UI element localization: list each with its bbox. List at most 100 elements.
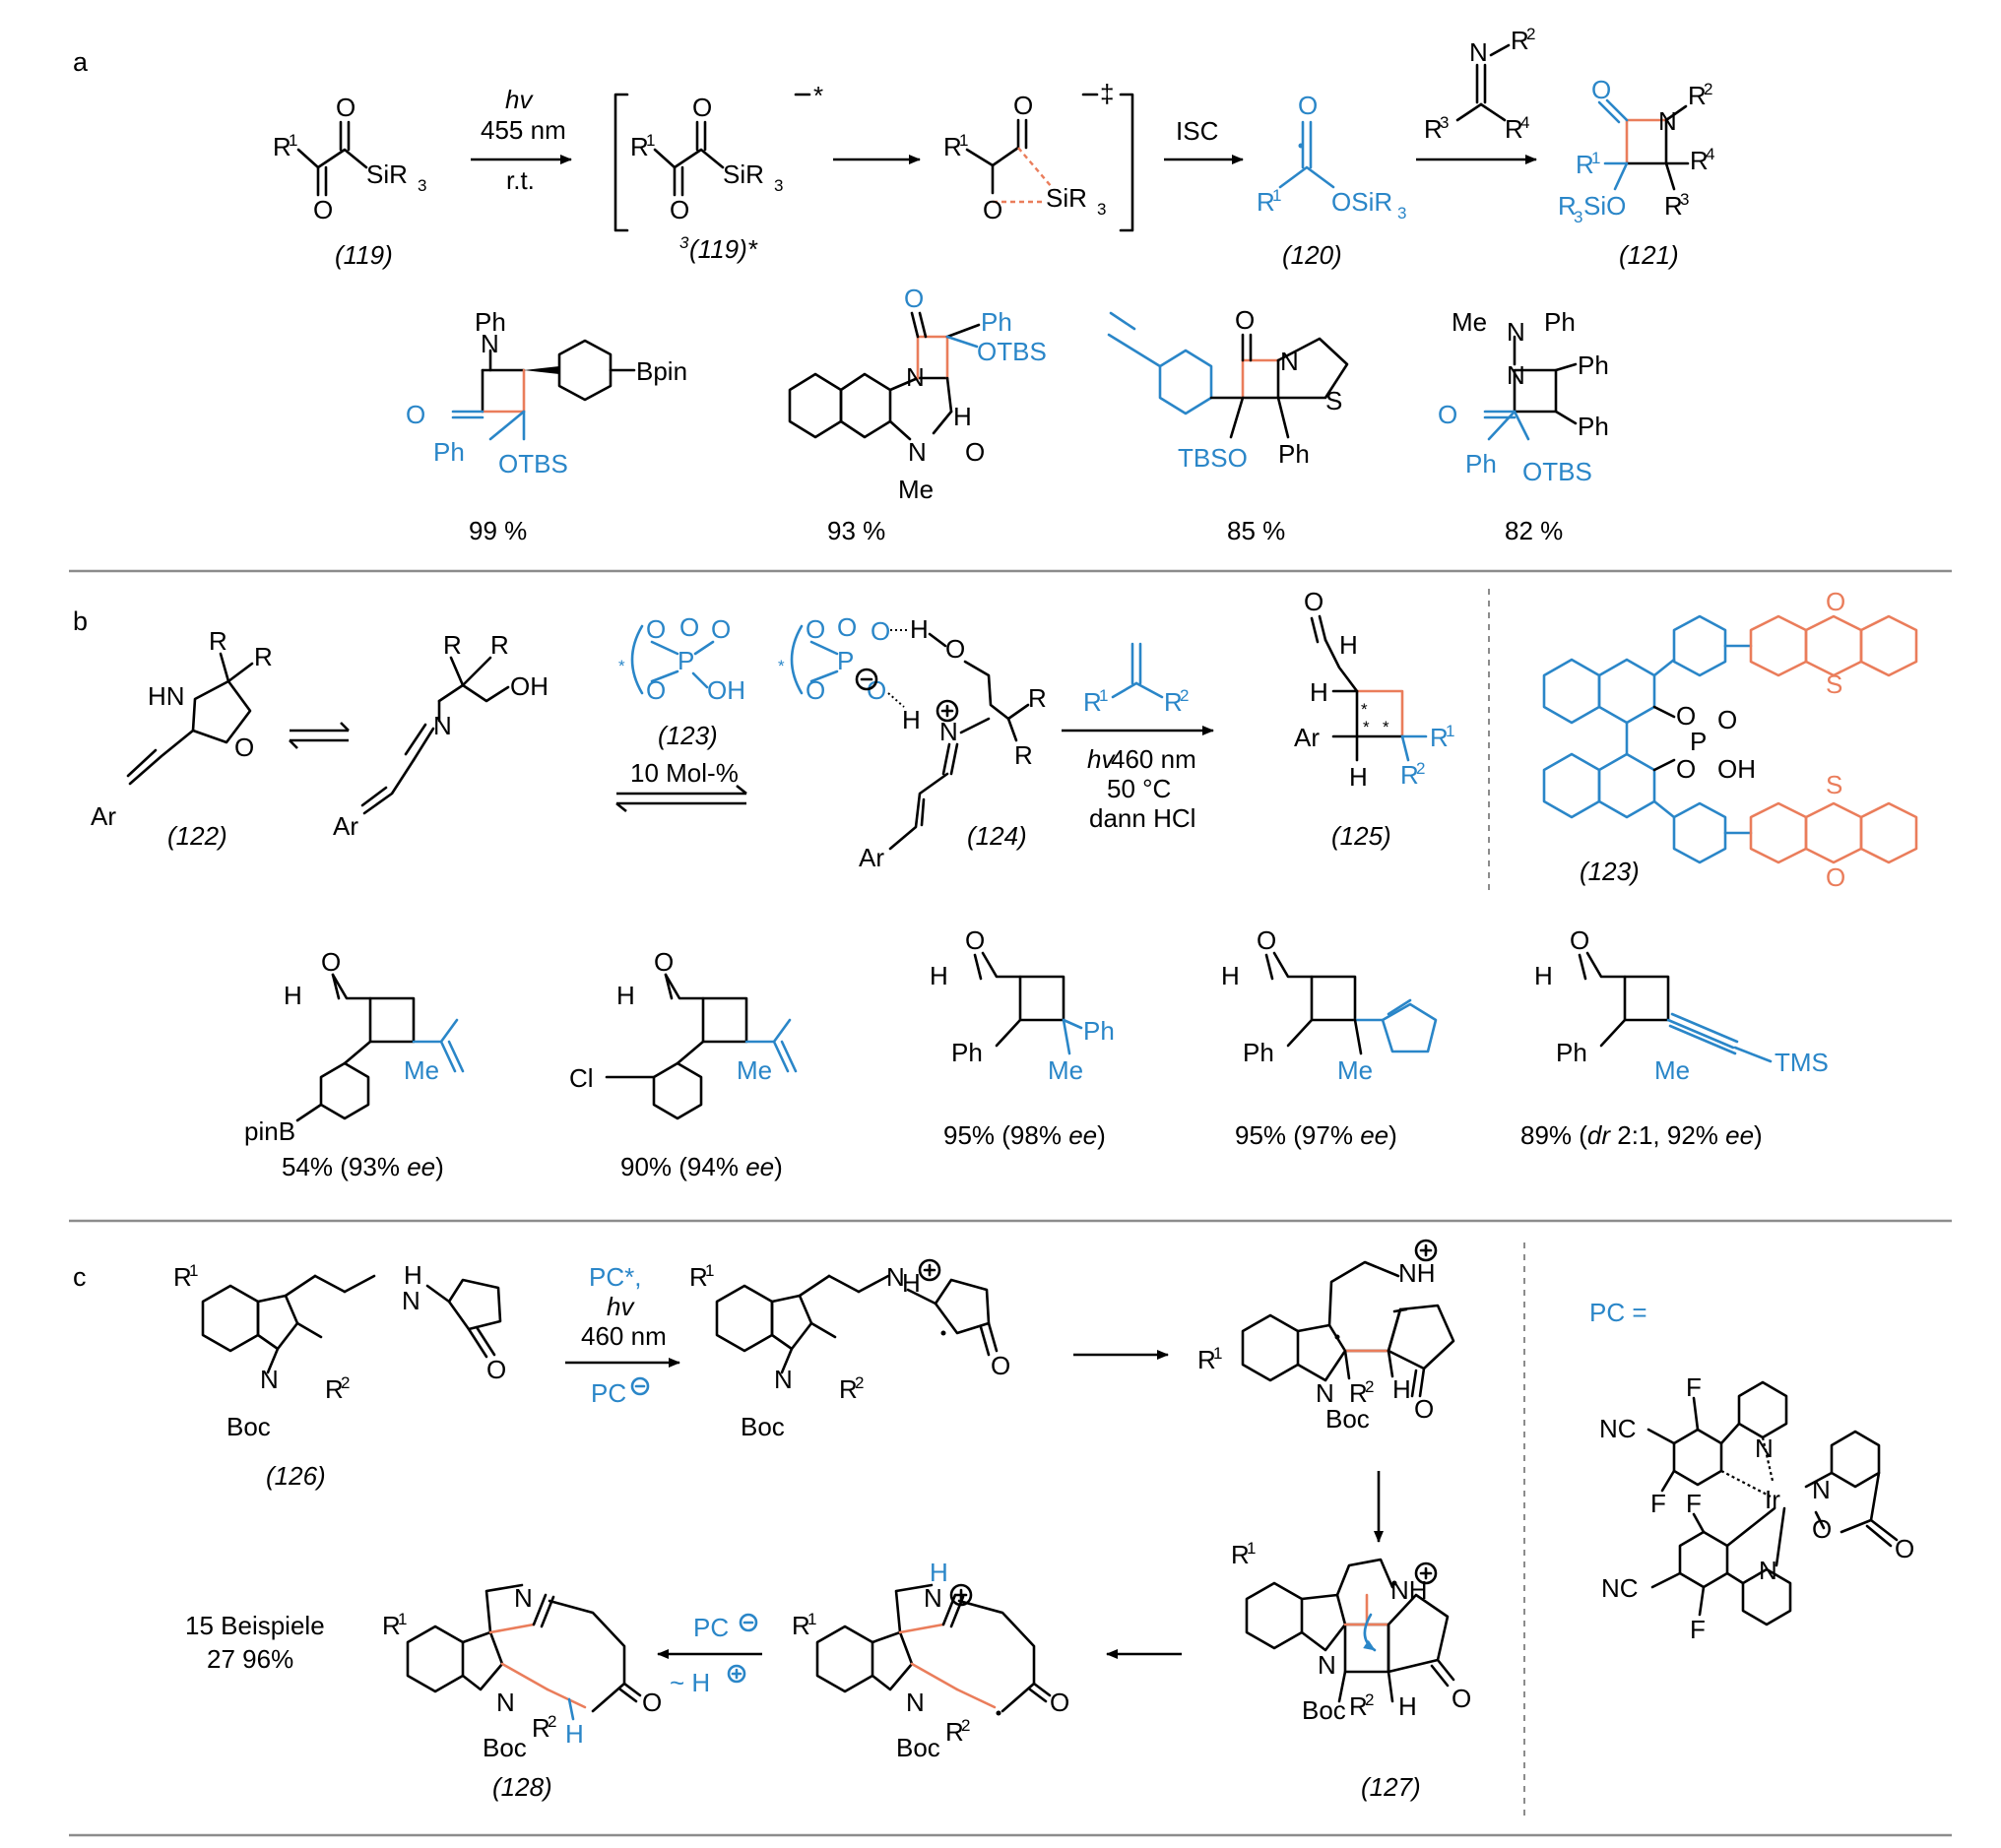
arrow-isc: ISC: [1164, 116, 1244, 164]
svg-text:Ph: Ph: [1556, 1038, 1587, 1067]
yield-a-3: 85 %: [1227, 516, 1285, 545]
example-a-2: O Ph OTBS N H O N Me 93 %: [788, 284, 1047, 545]
svg-text:ISC: ISC: [1176, 116, 1218, 146]
label-120: (120): [1282, 240, 1342, 270]
intermediate-iminium-radical: R 1 H N N Boc R 2 O: [792, 1558, 1069, 1762]
svg-text:1: 1: [398, 1610, 407, 1628]
svg-text:N: N: [433, 711, 452, 740]
svg-text:H: H: [930, 1558, 948, 1587]
svg-text:R: R: [630, 132, 649, 161]
svg-text:Ar: Ar: [859, 843, 884, 872]
svg-text:R: R: [1231, 1540, 1250, 1569]
svg-text:O: O: [486, 1355, 506, 1384]
svg-text:R: R: [1349, 1378, 1368, 1408]
svg-text:O: O: [806, 675, 825, 705]
svg-text:H: H: [902, 705, 921, 734]
svg-text:N: N: [1469, 37, 1488, 67]
svg-text:4: 4: [1520, 113, 1529, 132]
label-119: (119): [335, 240, 393, 270]
bracket-triplet: * ‡ R 1 O O SiR 3 3 (119)* R 1 O O SiR 3: [613, 79, 1134, 264]
svg-text:2: 2: [961, 1716, 970, 1735]
svg-text:N: N: [908, 437, 927, 467]
svg-text:O: O: [1452, 1684, 1471, 1713]
svg-text:3: 3: [1397, 204, 1406, 223]
svg-text:R: R: [943, 132, 962, 161]
summary-examples: 15 Beispiele: [185, 1611, 325, 1640]
example-a-3: O N S TBSO Ph 85 %: [1107, 305, 1349, 545]
svg-text:H: H: [953, 402, 972, 431]
summary-yield: 27 96%: [207, 1644, 293, 1674]
svg-text:Boc: Boc: [483, 1733, 527, 1762]
svg-text:1: 1: [1591, 149, 1600, 167]
svg-text:O: O: [1050, 1688, 1069, 1717]
svg-text:~ H: ~ H: [670, 1668, 710, 1697]
svg-text:O: O: [654, 947, 674, 977]
svg-text:O: O: [1298, 91, 1318, 120]
catalyst-loading: 10 Mol-%: [630, 758, 739, 788]
label-125: (125): [1331, 821, 1391, 851]
panel-label-b: b: [73, 606, 88, 636]
svg-text:O: O: [871, 616, 890, 646]
compound-126: R 1 H N N Boc R 2 O (126): [173, 1260, 506, 1491]
svg-text:N: N: [774, 1365, 793, 1394]
svg-text:P: P: [678, 646, 694, 675]
label-121: (121): [1619, 240, 1679, 270]
svg-text:PC: PC: [693, 1613, 729, 1642]
svg-text:O: O: [646, 675, 666, 705]
svg-text:Ph: Ph: [1243, 1038, 1274, 1067]
svg-text:*: *: [813, 81, 823, 110]
svg-text:TBSO: TBSO: [1178, 443, 1248, 473]
svg-text:N: N: [1658, 106, 1677, 136]
label-119-star: (119)*: [689, 234, 758, 264]
svg-text:Ph: Ph: [1578, 412, 1609, 441]
equilibrium-1: [289, 722, 350, 749]
svg-text:R: R: [1558, 191, 1577, 221]
svg-text:Boc: Boc: [1302, 1695, 1346, 1725]
svg-text:O: O: [679, 612, 699, 642]
svg-text:1: 1: [289, 131, 297, 150]
svg-text:SiR: SiR: [366, 159, 408, 189]
svg-text:O: O: [965, 437, 985, 467]
svg-text:H: H: [1349, 762, 1368, 792]
svg-text:NH: NH: [1390, 1575, 1428, 1605]
svg-text:N: N: [481, 329, 499, 358]
panel-label-c: c: [73, 1262, 87, 1292]
svg-text:O: O: [1826, 862, 1845, 892]
svg-text:O: O: [867, 675, 886, 705]
example-a-1: N Ph O Bpin Ph OTBS 99 %: [406, 307, 687, 545]
svg-text:r.t.: r.t.: [506, 165, 535, 195]
svg-text:Boc: Boc: [226, 1412, 271, 1441]
label-123-structure: (123): [1580, 857, 1640, 886]
svg-text:F: F: [1650, 1489, 1666, 1518]
yield-a-1: 99 %: [469, 516, 527, 545]
svg-text:O: O: [1235, 305, 1255, 335]
svg-text:R: R: [1400, 760, 1419, 790]
complex-124: * O O P O O O H O R R H N Ar (124): [778, 612, 1047, 872]
label-126: (126): [266, 1461, 326, 1491]
svg-text:‡: ‡: [1100, 79, 1114, 108]
svg-text:3: 3: [418, 176, 426, 195]
svg-text:O: O: [692, 93, 712, 122]
arrow-hv-455: hv 455 nm r.t.: [471, 85, 572, 195]
svg-text:1: 1: [1446, 722, 1454, 740]
svg-text:1: 1: [1099, 686, 1108, 705]
svg-text:Ph: Ph: [1278, 439, 1310, 469]
label-123: (123): [658, 721, 718, 750]
svg-text:R: R: [1664, 191, 1683, 221]
svg-text:O: O: [806, 614, 825, 644]
svg-text:R: R: [1511, 26, 1529, 55]
svg-text:N: N: [402, 1286, 420, 1315]
svg-text:R: R: [1424, 114, 1443, 144]
example-b-4: O H Ph Me 95% (97% ee): [1221, 925, 1438, 1150]
svg-text:OSiR: OSiR: [1331, 187, 1392, 217]
svg-text:R: R: [173, 1262, 192, 1292]
yield-a-4: 82 %: [1505, 516, 1563, 545]
label-128: (128): [492, 1772, 552, 1802]
arrow-back-hat: PC ~ H: [657, 1613, 762, 1697]
svg-text:2: 2: [1365, 1377, 1374, 1396]
svg-text:N: N: [1759, 1556, 1777, 1585]
svg-text:O: O: [945, 634, 965, 664]
svg-text:O: O: [1717, 705, 1737, 734]
arrow-pc: PC*, hv 460 nm PC: [565, 1262, 680, 1408]
svg-text:OTBS: OTBS: [977, 337, 1047, 366]
